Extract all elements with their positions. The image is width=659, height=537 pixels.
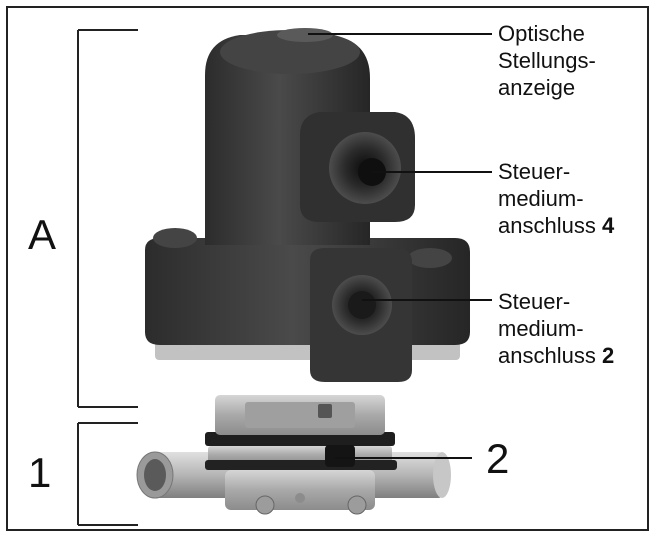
- callout-port4-line-3: anschluss 4: [498, 212, 614, 239]
- callout-port4-number: 4: [601, 213, 615, 238]
- diaphragm-flange: [205, 432, 397, 470]
- callout-port2-number: 2: [601, 343, 615, 368]
- callout-optical-line-1: Optische: [498, 21, 585, 46]
- callout-port4-line-1: Steuer-: [498, 159, 571, 184]
- callout-port4-text: anschluss: [498, 213, 596, 238]
- label-a: A: [28, 211, 57, 258]
- bracket-a: [77, 29, 138, 408]
- figure-frame: [6, 6, 649, 531]
- distance-piece: [215, 395, 385, 435]
- label-2: 2: [486, 435, 510, 482]
- callout-port2-line-3: anschluss 2: [498, 342, 614, 369]
- bracket-1: [77, 422, 138, 526]
- callout-optical-line-2: Stellungs-: [498, 48, 596, 73]
- callout-control-port-2: Steuer- medium- anschluss 2: [498, 288, 614, 369]
- port-4-boss: [300, 112, 415, 222]
- actuator-lower-housing: [145, 228, 470, 345]
- callout-control-port-4: Steuer- medium- anschluss 4: [498, 158, 614, 239]
- valve-lower-body: [225, 470, 375, 515]
- callout-port2-line-2: medium-: [498, 316, 584, 341]
- callout-optical-line-3: anzeige: [498, 75, 576, 100]
- label-1: 1: [28, 449, 52, 496]
- callout-optical-indicator: Optische Stellungs- anzeige: [498, 20, 596, 101]
- callout-port2-text: anschluss: [498, 343, 596, 368]
- leader-lines: [308, 33, 492, 459]
- callout-port4-line-2: medium-: [498, 186, 584, 211]
- port-2-boss: [310, 248, 412, 382]
- callout-port2-line-1: Steuer-: [498, 289, 571, 314]
